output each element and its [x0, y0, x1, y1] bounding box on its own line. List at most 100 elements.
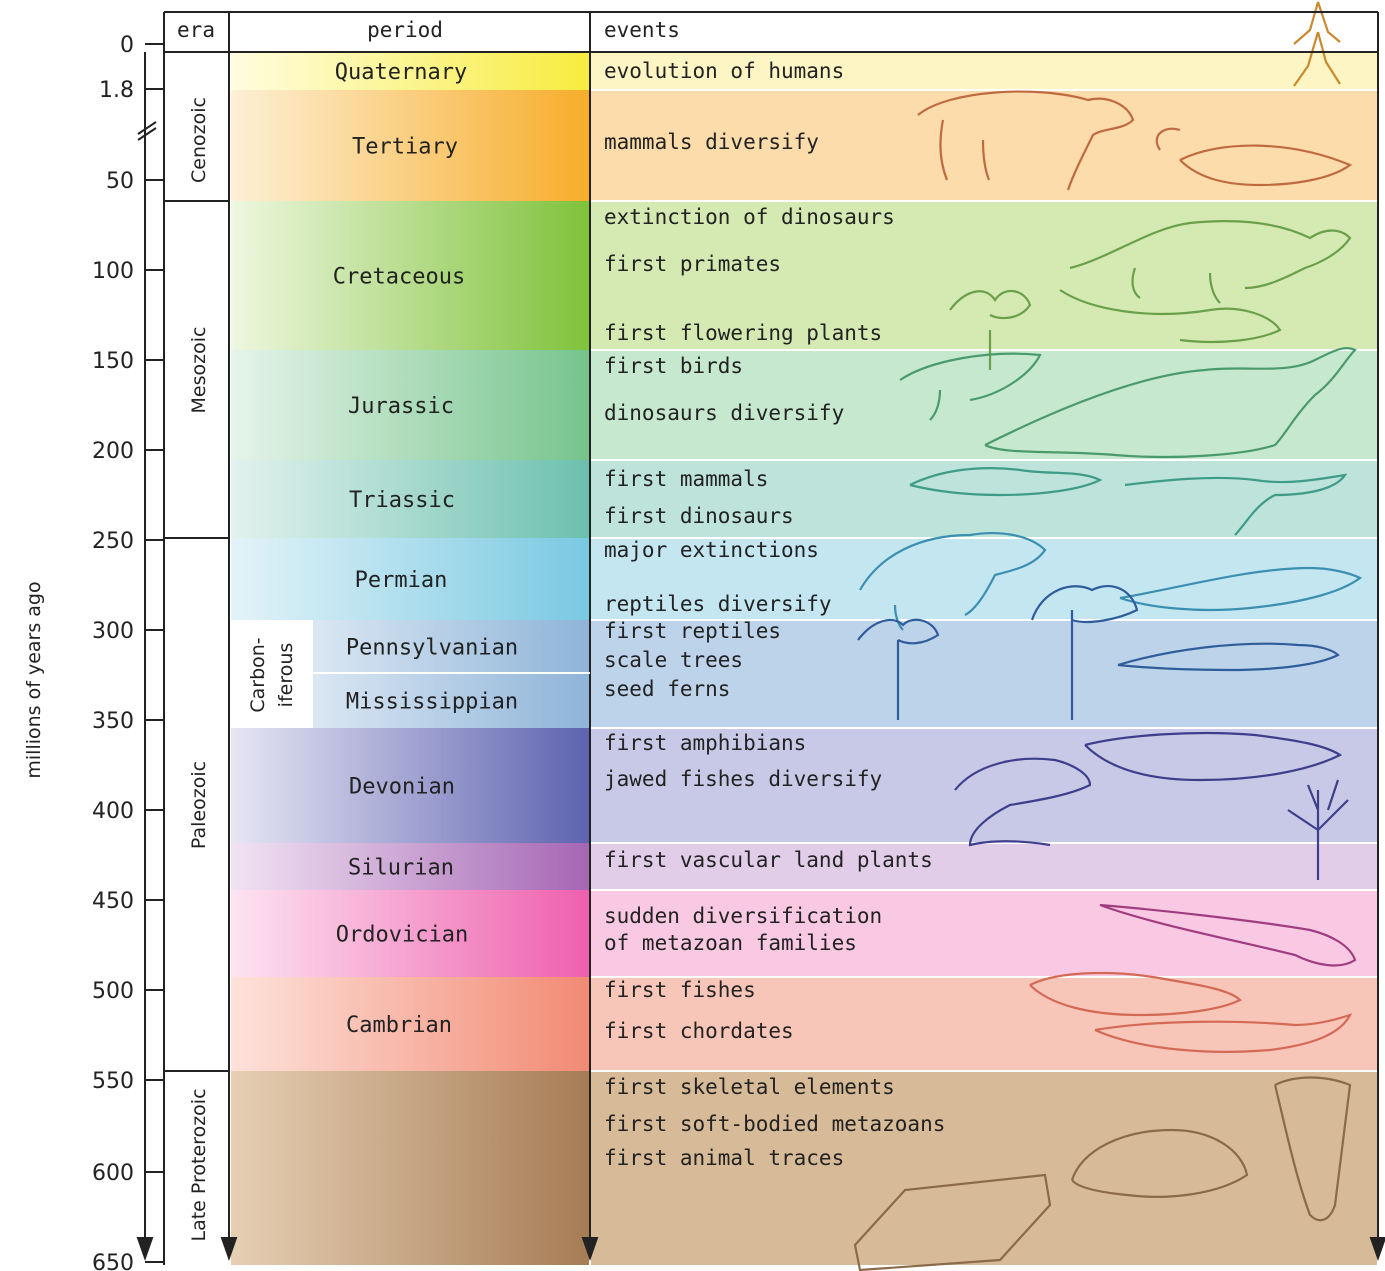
- event-label: evolution of humans: [604, 59, 844, 83]
- period-label: Quaternary: [335, 60, 467, 85]
- event-label: first flowering plants: [604, 321, 882, 345]
- period-label: Permian: [355, 568, 448, 593]
- period-label: Mississippian: [346, 690, 518, 715]
- period-cell: [231, 460, 589, 538]
- era-label-late-proterozoic: Late Proterozoic: [188, 1088, 210, 1241]
- carboniferous-label-line2: iferous: [275, 643, 297, 708]
- period-cell: [312, 620, 589, 673]
- event-band: [591, 728, 1377, 843]
- events-header: events: [604, 18, 680, 42]
- period-cell: [231, 350, 589, 460]
- triceratops-icon: [1069, 220, 1352, 304]
- period-label: Ordovician: [336, 923, 468, 948]
- event-label: seed ferns: [604, 677, 730, 701]
- event-label: jawed fishes diversify: [604, 767, 882, 791]
- event-label: first dinosaurs: [604, 504, 794, 528]
- event-band: [591, 843, 1377, 890]
- event-label: reptiles diversify: [604, 592, 832, 616]
- axis-tick-label: 50: [106, 169, 134, 194]
- period-cell: [231, 1071, 589, 1265]
- permian-reptile-icon: [859, 532, 1047, 631]
- tertiary-creature-icon: [1155, 127, 1353, 187]
- period-cells: [231, 52, 589, 1265]
- sauropod-icon: [984, 346, 1357, 459]
- carboniferous-label-line1: Carbon-: [247, 637, 269, 712]
- period-cell: [231, 890, 589, 977]
- period-cell: [231, 843, 589, 890]
- event-band: [591, 673, 1377, 728]
- event-label: scale trees: [604, 648, 743, 672]
- event-label: dinosaurs diversify: [604, 401, 844, 425]
- axis-tick-label: 400: [92, 799, 134, 824]
- axis-tick-label: 600: [92, 1161, 134, 1186]
- axis-tick-label: 200: [92, 439, 134, 464]
- event-label: first fishes: [604, 978, 756, 1002]
- period-header: period: [367, 18, 443, 42]
- flowering-plant-icon: [949, 289, 1032, 370]
- axis-tick-label: 350: [92, 709, 134, 734]
- bird-icon: [899, 352, 1042, 421]
- event-label: first mammals: [604, 467, 768, 491]
- chordate-icon: [1094, 1013, 1353, 1053]
- period-labels: QuaternaryTertiaryCretaceousJurassicTria…: [333, 60, 518, 1038]
- event-band: [591, 460, 1377, 538]
- event-label: sudden diversification: [604, 904, 882, 928]
- event-label: first reptiles: [604, 619, 781, 643]
- axis-tick-label: 0: [120, 33, 134, 58]
- y-axis-label: millions of years ago: [23, 581, 45, 778]
- cambrian-fish-icon: [1029, 971, 1242, 1017]
- period-cell: [312, 673, 589, 728]
- period-cell: [231, 52, 589, 90]
- period-label: Devonian: [349, 775, 455, 800]
- nautiloid-icon: [1099, 903, 1357, 967]
- fossil-illustrations: [853, 1, 1363, 1271]
- axis-tick-label: 450: [92, 889, 134, 914]
- human-figure-icon: [1293, 1, 1341, 87]
- event-band: [591, 52, 1377, 90]
- triassic-mammal-icon: [909, 467, 1103, 497]
- event-label: mammals diversify: [604, 130, 819, 154]
- tertiary-mammal-icon: [917, 90, 1135, 191]
- scale-tree-icon: [1030, 585, 1139, 720]
- timeline-arrows: [136, 52, 1385, 1262]
- axis-ticks: 01.8501001502002503003504004505005506006…: [92, 33, 164, 1271]
- era-header: era: [177, 18, 215, 42]
- event-band: [591, 977, 1377, 1071]
- axis-tick-label: 650: [92, 1251, 134, 1271]
- table-grid: [163, 11, 1379, 1265]
- event-label: first skeletal elements: [604, 1075, 895, 1099]
- event-label: first birds: [604, 354, 743, 378]
- period-label: Cambrian: [346, 1013, 452, 1038]
- event-band: [591, 620, 1377, 673]
- seed-fern-icon: [857, 618, 940, 720]
- event-label: first soft-bodied metazoans: [604, 1112, 945, 1136]
- jawed-fish-icon: [954, 757, 1092, 847]
- era-label-paleozoic: Paleozoic: [188, 761, 210, 849]
- event-band: [591, 890, 1377, 977]
- period-cell: [231, 90, 589, 201]
- event-label: first amphibians: [604, 731, 806, 755]
- event-band: [591, 201, 1377, 350]
- period-label: Pennsylvanian: [346, 636, 518, 661]
- carboniferous-reptile-icon: [1117, 642, 1340, 672]
- period-cell: [231, 538, 589, 620]
- early-dinosaur-icon: [1124, 473, 1348, 536]
- axis-tick-label: 550: [92, 1069, 134, 1094]
- event-label: first animal traces: [604, 1146, 844, 1170]
- primate-icon: [1059, 289, 1282, 344]
- permian-lizard-icon: [1119, 566, 1363, 612]
- era-label-mesozoic: Mesozoic: [188, 327, 210, 414]
- axis-tick-label: 1.8: [99, 78, 134, 103]
- period-label: Tertiary: [352, 135, 458, 160]
- event-label: major extinctions: [604, 538, 819, 562]
- axis-tick-label: 300: [92, 619, 134, 644]
- event-label: first chordates: [604, 1019, 794, 1043]
- axis-break-icon: [137, 121, 157, 141]
- axis-tick-label: 150: [92, 349, 134, 374]
- axis-tick-label: 250: [92, 529, 134, 554]
- period-label: Silurian: [348, 856, 454, 881]
- skeletal-fossil-icon: [1273, 1076, 1352, 1222]
- vascular-plant-icon: [1287, 779, 1349, 880]
